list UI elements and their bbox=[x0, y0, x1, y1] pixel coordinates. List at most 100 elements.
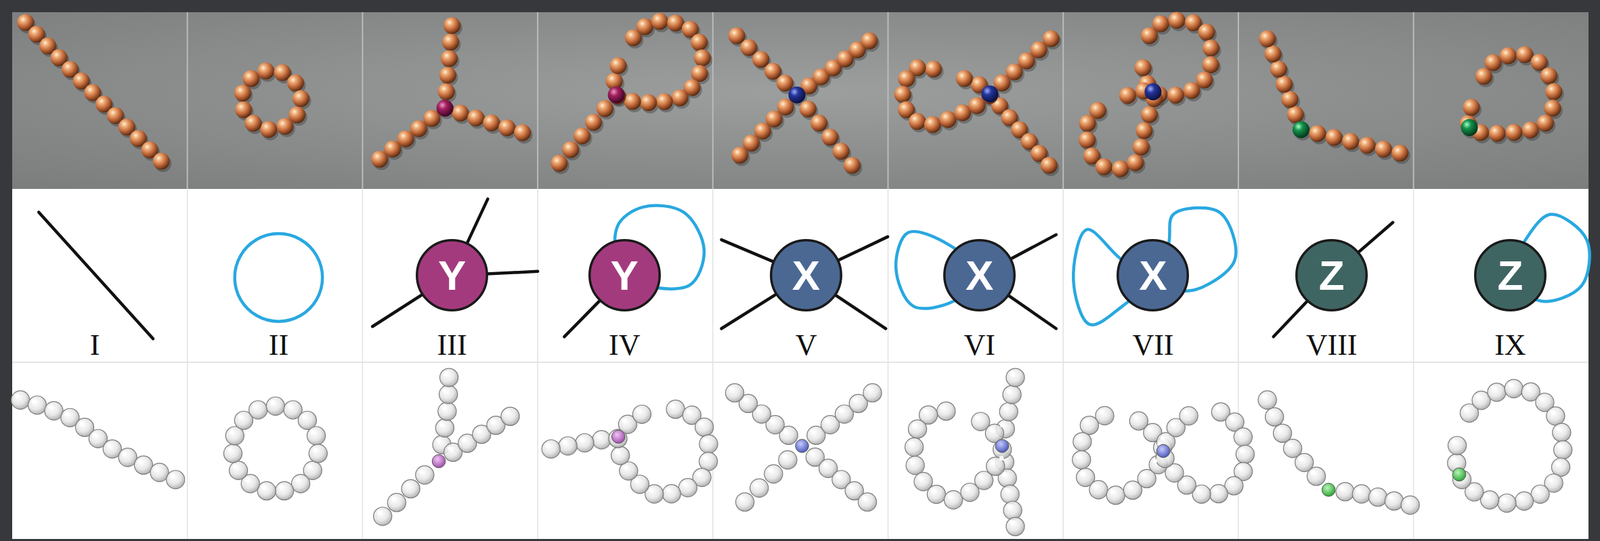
bead-highlight bbox=[822, 462, 828, 468]
glass-bead bbox=[1553, 440, 1573, 460]
bead-highlight bbox=[476, 428, 481, 434]
magnet-bead bbox=[1144, 83, 1162, 101]
magnet-bead bbox=[1543, 99, 1561, 117]
node-circle bbox=[417, 240, 487, 311]
magnet-bead bbox=[1499, 47, 1517, 65]
bead-highlight bbox=[1298, 456, 1304, 462]
magnet-bead bbox=[234, 84, 252, 102]
bead-highlight bbox=[1003, 405, 1009, 411]
junction-node: Z bbox=[1474, 239, 1547, 312]
magnet-bead bbox=[439, 66, 457, 84]
magnet-bead bbox=[608, 86, 625, 104]
bead-highlight bbox=[964, 486, 969, 491]
bead-highlight bbox=[682, 481, 688, 487]
bead-highlight bbox=[270, 400, 275, 405]
special-bead bbox=[995, 439, 1009, 453]
bead-highlight bbox=[1339, 485, 1345, 491]
magnet-chain bbox=[1078, 12, 1221, 181]
magnet-bead bbox=[1342, 132, 1359, 150]
glass-bead bbox=[1400, 495, 1420, 514]
glass-bead bbox=[778, 450, 797, 470]
node-letter: Y bbox=[438, 254, 466, 297]
bead-highlight bbox=[153, 466, 159, 472]
bead-highlight bbox=[419, 469, 424, 474]
magnet-bead bbox=[1111, 160, 1129, 178]
panel-numeral: VIII bbox=[1304, 330, 1360, 361]
magnet-bead bbox=[371, 150, 388, 168]
glass-bead bbox=[764, 464, 783, 483]
magnet-bead bbox=[1132, 138, 1150, 156]
bead-highlight bbox=[1195, 488, 1201, 493]
glass-bead bbox=[435, 419, 454, 438]
column-separator bbox=[712, 12, 714, 189]
bead-highlight bbox=[442, 388, 448, 394]
magnet-bead bbox=[513, 123, 531, 141]
magnet-bead bbox=[276, 117, 294, 135]
magnet-bead bbox=[1281, 90, 1299, 108]
magnet-chain bbox=[550, 12, 713, 175]
bead-highlight bbox=[931, 488, 936, 493]
magnet-bead bbox=[1292, 121, 1310, 139]
magnet-bead bbox=[609, 57, 627, 75]
bead-highlight bbox=[138, 459, 143, 464]
glass-bead bbox=[905, 456, 925, 475]
bead-highlight bbox=[810, 429, 816, 435]
glass-bead bbox=[1335, 482, 1355, 502]
bead-highlight bbox=[698, 421, 704, 426]
bead-highlight bbox=[756, 408, 762, 414]
magnet-bead bbox=[482, 114, 500, 132]
node-letter: X bbox=[965, 254, 994, 297]
column-separator bbox=[1062, 188, 1064, 539]
bead-highlight bbox=[1525, 385, 1531, 391]
bead-highlight bbox=[782, 429, 788, 435]
bead-highlight bbox=[461, 437, 467, 443]
bead-highlight bbox=[1490, 386, 1496, 392]
bead-highlight bbox=[578, 436, 584, 442]
bead-highlight bbox=[975, 415, 980, 421]
glass-bead bbox=[632, 404, 651, 424]
bead-highlight bbox=[1181, 479, 1187, 485]
glass-bead bbox=[401, 479, 420, 498]
bead-highlight bbox=[443, 371, 449, 377]
glass-bead bbox=[308, 444, 328, 463]
column-separator bbox=[887, 12, 890, 189]
junction-node: Y bbox=[588, 239, 661, 312]
magnet-bead bbox=[292, 90, 310, 107]
bead-highlight bbox=[739, 496, 745, 502]
glass-bead bbox=[150, 463, 169, 482]
magnet-chain bbox=[16, 14, 172, 172]
magnet-bead bbox=[1258, 30, 1276, 48]
bead-highlight bbox=[1152, 458, 1158, 464]
panel-numeral: VI bbox=[962, 330, 998, 361]
special-bead bbox=[611, 429, 625, 444]
bead-highlight bbox=[696, 471, 701, 477]
magnet-bead bbox=[443, 16, 461, 34]
bead-highlight bbox=[1475, 394, 1481, 399]
magnet-bead bbox=[1134, 58, 1152, 76]
bead-highlight bbox=[1555, 426, 1561, 432]
bead-highlight bbox=[301, 414, 307, 420]
junction-node: X bbox=[1116, 239, 1189, 312]
glass-bead bbox=[1179, 406, 1198, 426]
special-bead bbox=[1156, 444, 1171, 458]
glass-chain bbox=[1258, 390, 1420, 514]
node-letter: Z bbox=[1497, 254, 1523, 297]
bead-highlight bbox=[1079, 471, 1085, 477]
glass-bead bbox=[1235, 444, 1254, 464]
bead-highlight bbox=[753, 482, 759, 487]
bead-highlight bbox=[377, 510, 382, 516]
glass-bead bbox=[1233, 427, 1252, 447]
glass-bead bbox=[575, 433, 594, 452]
bead-highlight bbox=[909, 459, 915, 464]
bead-highlight bbox=[245, 477, 250, 483]
bead-highlight bbox=[1009, 371, 1015, 377]
magnet-bead bbox=[1135, 121, 1153, 139]
node-circle bbox=[589, 240, 660, 311]
glass-bead bbox=[438, 402, 457, 421]
magnet-chain bbox=[1258, 30, 1410, 164]
schematic-row bbox=[38, 199, 1590, 339]
magnet-chain bbox=[371, 16, 533, 170]
bead-highlight bbox=[782, 453, 787, 459]
magnet-bead bbox=[1182, 81, 1200, 99]
bead-highlight bbox=[1076, 436, 1082, 441]
